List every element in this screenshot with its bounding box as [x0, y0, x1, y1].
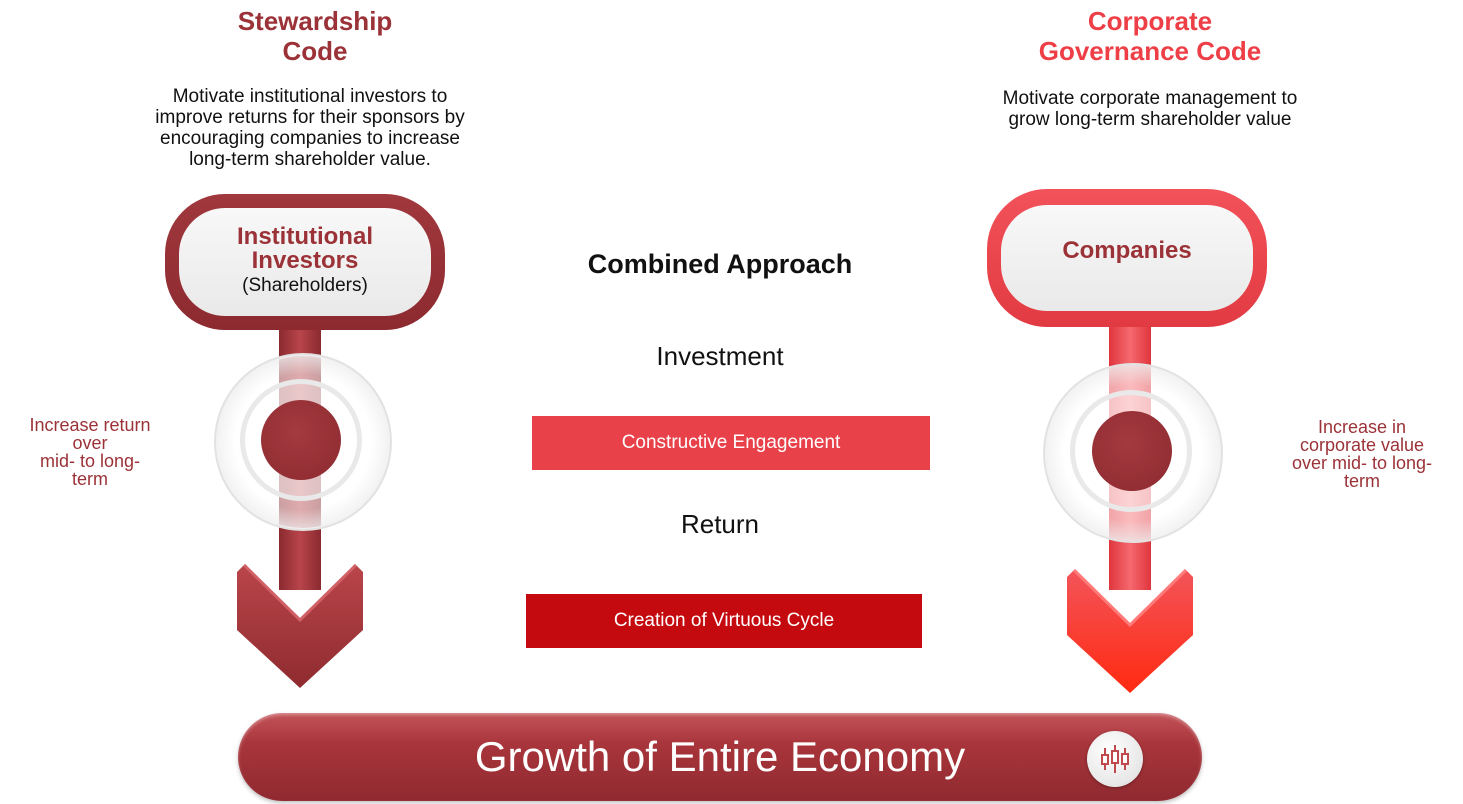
institutional-investors-pill: Institutional Investors (Shareholders): [165, 194, 445, 330]
corporate-governance-code-title: Corporate Governance Code: [1038, 6, 1262, 66]
growth-banner: Growth of Entire Economy: [238, 713, 1202, 801]
investment-label: Investment: [656, 341, 784, 371]
right-side-note: Increase in corporate value over mid- to…: [1291, 417, 1433, 491]
stewardship-code-title: Stewardship Code: [237, 6, 393, 66]
institutional-label-line2: Investors: [251, 247, 359, 274]
institutional-label-line1: Institutional: [237, 223, 373, 250]
constructive-engagement-box: Constructive Engagement: [532, 416, 930, 470]
virtuous-cycle-box: Creation of Virtuous Cycle: [526, 594, 922, 648]
return-label: Return: [680, 509, 760, 539]
companies-label: Companies: [1062, 237, 1192, 264]
companies-pill: Companies: [987, 189, 1267, 327]
left-target-dot: [261, 400, 341, 480]
combined-approach-heading: Combined Approach: [587, 249, 853, 279]
stewardship-code-description: Motivate institutional investors to impr…: [155, 86, 465, 170]
left-side-note: Increase return over mid- to long- term: [29, 415, 151, 489]
chart-candlestick-icon[interactable]: [1087, 731, 1143, 787]
shareholders-label: (Shareholders): [242, 275, 368, 296]
right-target-dot: [1092, 411, 1172, 491]
growth-banner-text: Growth of Entire Economy: [474, 733, 966, 780]
corporate-governance-code-description: Motivate corporate management to grow lo…: [1002, 88, 1298, 130]
